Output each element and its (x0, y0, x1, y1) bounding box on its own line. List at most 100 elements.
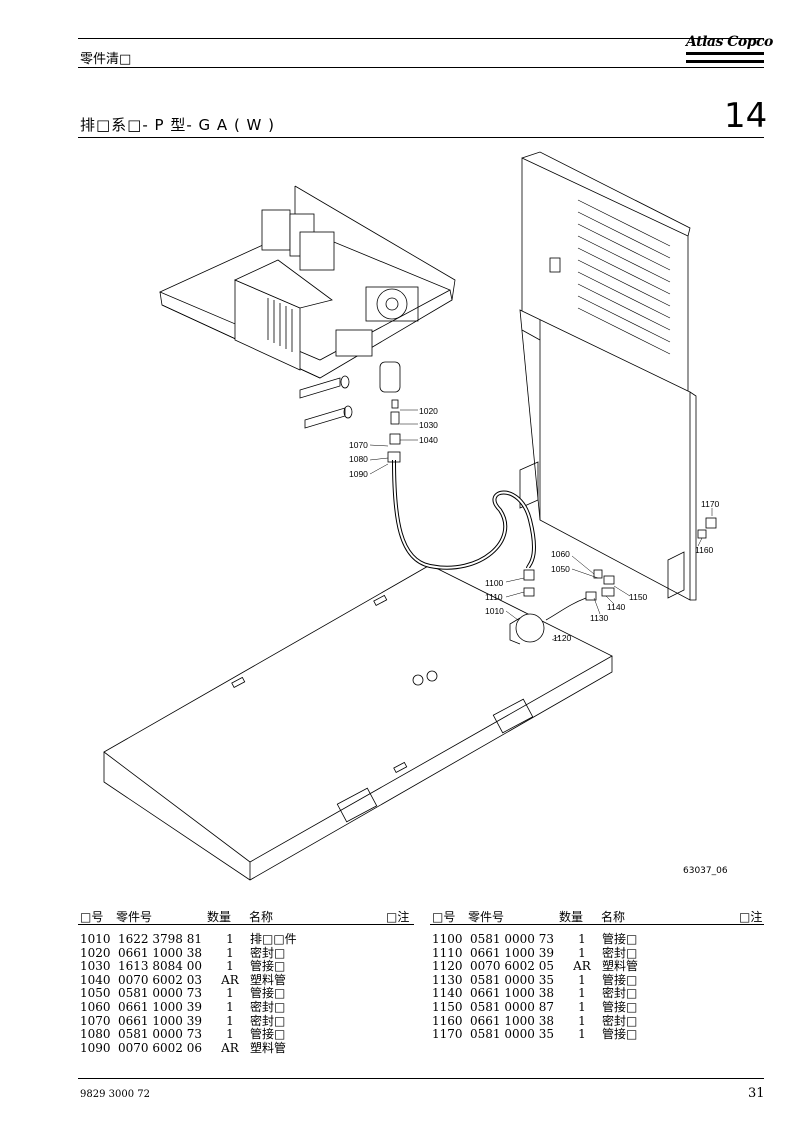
col-part-header: 零件号 (116, 910, 153, 924)
row-part-number: 0070 6002 06 (118, 1040, 202, 1055)
row-name: 塑料管 (250, 972, 287, 987)
base-frame-drawing (103, 564, 613, 881)
row-qty: 1 (578, 932, 586, 946)
col-qty-header: 数量 (559, 910, 584, 924)
row-qty: 1 (578, 999, 586, 1014)
callout-label: 1140 (607, 602, 626, 612)
row-qty: 1 (578, 1027, 586, 1042)
row-pos: 1020 (80, 945, 111, 960)
callout-label: 1110 (485, 592, 503, 602)
row-qty: 1 (226, 959, 234, 974)
row-part-number: 0070 6002 05 (470, 959, 554, 974)
row-qty: 1 (578, 972, 586, 987)
row-part-number: 0661 1000 39 (118, 1013, 202, 1028)
row-pos: 1100 (432, 932, 463, 946)
row-qty: 1 (578, 986, 586, 1001)
row-pos: 1120 (432, 959, 463, 974)
callout-label: 1080 (349, 454, 368, 464)
header-label: 零件清□ (80, 52, 132, 67)
row-part-number: 0661 1000 38 (470, 986, 554, 1001)
callout-label: 1010 (485, 606, 504, 616)
row-part-number: 0581 0000 87 (470, 999, 554, 1014)
col-name-header: 名称 (601, 910, 626, 924)
row-qty: 1 (578, 1013, 586, 1028)
row-pos: 1160 (432, 1013, 463, 1028)
row-pos: 1110 (432, 945, 463, 960)
row-pos: 1070 (80, 1013, 111, 1028)
callout-labels: 1020 1030 1040 1070 1080 1090 1170 1160 … (349, 406, 720, 643)
footer-page-number: 31 (748, 1086, 765, 1101)
logo-bar-bottom (686, 60, 764, 63)
logo-bar-top (686, 52, 764, 55)
drain-housing-drawing (159, 185, 456, 429)
footer-doc-number: 9829 3000 72 (80, 1089, 150, 1100)
callout-label: 1150 (629, 592, 648, 602)
callout-label: 1170 (701, 499, 720, 509)
row-pos: 1010 (80, 932, 111, 946)
side-panel-drawing (519, 151, 697, 601)
row-part-number: 0581 0000 73 (118, 1027, 202, 1042)
row-qty: AR (221, 1040, 239, 1055)
row-pos: 1150 (432, 999, 463, 1014)
row-qty: 1 (578, 945, 586, 960)
row-name: 密封□ (250, 999, 286, 1014)
row-pos: 1170 (432, 1027, 463, 1042)
row-name: 塑料管 (250, 1040, 287, 1055)
row-pos: 1090 (80, 1040, 111, 1055)
callout-label: 1160 (695, 545, 714, 555)
section-rule (78, 137, 764, 138)
callout-label: 1130 (590, 613, 609, 623)
col-note-header: □注 (386, 910, 410, 924)
row-part-number: 0661 1000 39 (470, 945, 554, 960)
row-name: 密封□ (602, 945, 638, 960)
drawing-reference: 63037_06 (683, 866, 728, 876)
header-bottom-rule (78, 67, 764, 68)
row-name: 管接□ (602, 972, 638, 987)
row-part-number: 0581 0000 73 (470, 932, 554, 946)
callout-label: 1030 (419, 420, 438, 430)
row-pos: 1130 (432, 972, 463, 987)
row-pos: 1050 (80, 986, 111, 1001)
row-part-number: 1622 3798 81 (118, 932, 202, 946)
row-name: 管接□ (250, 1027, 286, 1042)
header-top-rule (78, 38, 764, 39)
section-number: 14 (724, 96, 768, 136)
row-qty: AR (221, 972, 239, 987)
col-pos-header: □号 (80, 910, 104, 924)
callout-label: 1050 (551, 564, 570, 574)
row-qty: 1 (226, 986, 234, 1001)
brand-logo: Atlas Copco (686, 34, 773, 50)
row-name: 管接□ (602, 999, 638, 1014)
callout-group (369, 409, 713, 641)
row-pos: 1140 (432, 986, 463, 1001)
row-pos: 1080 (80, 1027, 111, 1042)
row-part-number: 0661 1000 38 (470, 1013, 554, 1028)
row-qty: 1 (226, 1013, 234, 1028)
col-pos-header: □号 (432, 910, 456, 924)
row-name: 塑料管 (602, 959, 639, 974)
row-part-number: 0661 1000 39 (118, 999, 202, 1014)
section-title: 排□系□- P 型- G A ( W ) (80, 116, 276, 134)
hose-drawing (387, 399, 717, 645)
row-name: 密封□ (602, 1013, 638, 1028)
callout-label: 1070 (349, 440, 368, 450)
row-pos: 1030 (80, 959, 111, 974)
row-name: 管接□ (602, 1027, 638, 1042)
row-name: 排□□件 (250, 932, 297, 946)
exploded-drawing: 1020 1030 1040 1070 1080 1090 1170 1160 … (103, 151, 720, 881)
footer-rule (78, 1078, 764, 1079)
parts-header-rule-right (430, 924, 764, 925)
row-qty: 1 (226, 999, 234, 1014)
callout-label: 1120 (553, 633, 572, 643)
row-part-number: 0070 6002 03 (118, 972, 202, 987)
row-name: 管接□ (602, 932, 638, 946)
row-part-number: 0661 1000 38 (118, 945, 202, 960)
callout-label: 1090 (349, 469, 368, 479)
callout-label: 1100 (485, 578, 504, 588)
callout-label: 1020 (419, 406, 438, 416)
row-name: 密封□ (250, 945, 286, 960)
row-part-number: 1613 8084 00 (118, 959, 202, 974)
row-name: 密封□ (250, 1013, 286, 1028)
row-name: 密封□ (602, 986, 638, 1001)
col-note-header: □注 (739, 910, 763, 924)
